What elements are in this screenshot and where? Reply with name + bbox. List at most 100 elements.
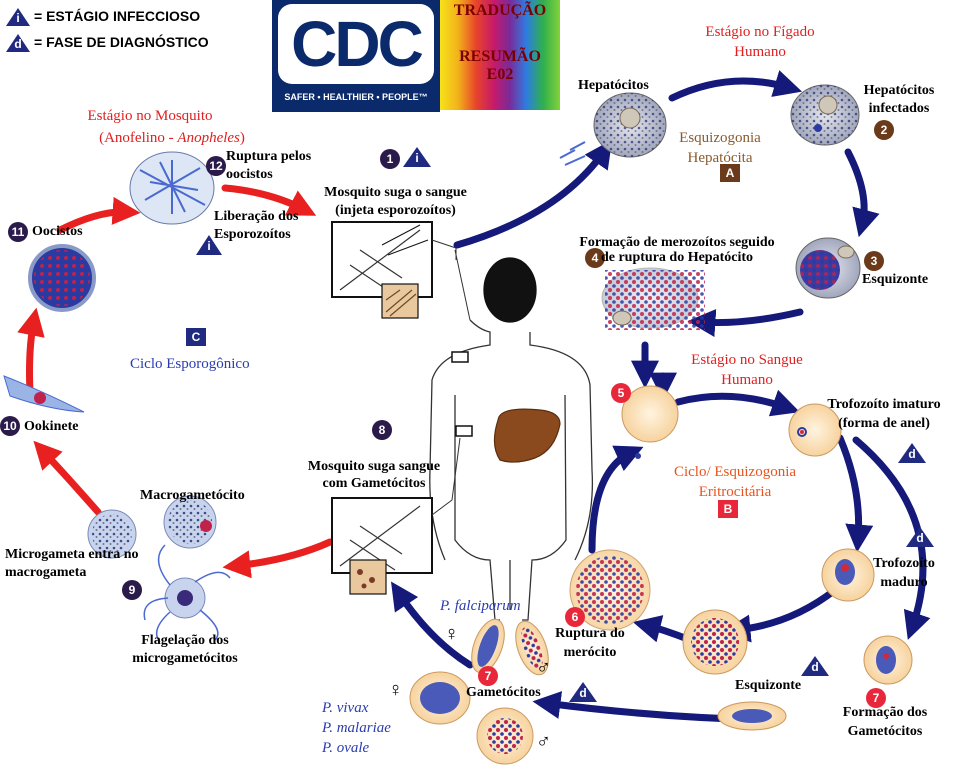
liver-cycle-arrows bbox=[391, 70, 931, 724]
cdc-tagline: SAFER • HEALTHIER • PEOPLE™ bbox=[284, 92, 428, 102]
liver-schizont-cell bbox=[795, 237, 861, 299]
infectious-triangle-1 bbox=[403, 147, 431, 167]
species-vivax: P. vivax bbox=[322, 700, 369, 716]
human-silhouette bbox=[429, 249, 594, 621]
step-7-badge-formation: 7 bbox=[866, 688, 886, 708]
sporogonic-cycle-letter: C bbox=[186, 328, 206, 346]
diagnostic-triangle-mature bbox=[906, 527, 934, 547]
step-10-badge: 10 bbox=[0, 416, 20, 436]
step-6-badge: 6 bbox=[565, 607, 585, 627]
macrogametocyte-cell bbox=[163, 495, 217, 549]
arrow-to-gametocyte-formation bbox=[852, 436, 931, 640]
arrow-to-mature bbox=[836, 434, 874, 553]
blood-schizont-label: Esquizonte bbox=[735, 678, 802, 693]
mosquito-stage-subtitle: (Anofelino - Anopheles) bbox=[72, 128, 272, 148]
subtitle-suffix: ) bbox=[239, 130, 245, 146]
arrow-to-schizont-blood bbox=[722, 586, 839, 643]
diagnostic-mark-gametocyte: d bbox=[579, 686, 587, 700]
liver-cycle-label: Esquizogonia Hepatócita bbox=[679, 130, 761, 166]
female-symbol-falciparum: ♀ bbox=[444, 623, 459, 645]
step-6-label: Ruptura do merócito bbox=[555, 626, 625, 660]
cdc-logo: CDC SAFER • HEALTHIER • PEOPLE™ bbox=[272, 0, 440, 112]
translation-banner: TRADUÇÃO RESUMÃO E02 bbox=[440, 0, 560, 110]
legend-infectious-label: = ESTÁGIO INFECCIOSO bbox=[34, 8, 201, 24]
microgamete-entry-cell bbox=[87, 509, 137, 559]
step-12-badge: 12 bbox=[206, 156, 226, 176]
blood-stage-title: Estágio no Sangue Humano bbox=[691, 352, 803, 388]
hepatocyte-cell bbox=[559, 92, 667, 166]
liver-cycle-letter: A bbox=[720, 164, 740, 182]
subtitle-prefix: (Anofelino - bbox=[99, 130, 178, 146]
oocyst-cell bbox=[28, 244, 96, 312]
diagnostic-triangle-ring bbox=[898, 443, 926, 463]
legend-diagnostic-marker: d bbox=[14, 37, 22, 51]
step-5-badge: 5 bbox=[611, 383, 631, 403]
microgamete-label: Microgameta entra no macrogameta bbox=[5, 547, 139, 580]
mosquito-stage-title: Estágio no Mosquito bbox=[87, 108, 213, 124]
arrow-to-ookinete bbox=[33, 440, 102, 516]
step-2-badge: 2 bbox=[874, 120, 894, 140]
step-11-label: Oocistos bbox=[32, 224, 83, 239]
liver-stage-title: Estágio no Fígado Humano bbox=[705, 24, 815, 60]
sporozoite-release-label: Liberação dos Esporozoítos bbox=[214, 209, 299, 242]
banner-line-1: TRADUÇÃO bbox=[453, 2, 547, 19]
ookinete-cell bbox=[3, 375, 85, 413]
step-2-label: Hepatócitos infectados bbox=[863, 83, 935, 116]
subtitle-genus: Anopheles bbox=[177, 130, 240, 146]
blood-schizont-cell bbox=[682, 609, 748, 675]
ring-trophozoite-cell bbox=[788, 403, 842, 457]
diagnostic-triangle-schizont bbox=[801, 656, 829, 676]
vivax-gametocytes bbox=[409, 671, 534, 765]
male-symbol-falciparum: ♂ bbox=[536, 657, 551, 679]
banner-line-2: RESUMÃO bbox=[459, 48, 541, 65]
gametocyte-elongated-cell bbox=[717, 701, 787, 731]
arrow-to-schizont bbox=[844, 148, 880, 238]
sporogonic-cycle-label: Ciclo Esporogônico bbox=[130, 356, 250, 372]
diagnostic-mark-mature: d bbox=[916, 531, 924, 545]
mature-trophozoite-label: Trofozoíto maduro bbox=[873, 556, 935, 590]
female-symbol-vivax: ♀ bbox=[388, 679, 403, 701]
immature-trophozoite-label: Trofozoíto imaturo (forma de anel) bbox=[827, 397, 941, 431]
arrow-to-ring bbox=[674, 389, 800, 417]
arrow-hepatocyte-infected bbox=[668, 70, 803, 102]
arrow-to-mosquito-bite-1 bbox=[221, 184, 317, 216]
step-7-label: Formação dos Gametócitos bbox=[842, 705, 928, 739]
species-falciparum: P. falciparum bbox=[440, 598, 521, 614]
arrow-mosquito-to-gametes bbox=[222, 538, 334, 579]
cdc-logo-text: CDC bbox=[278, 4, 434, 84]
mosquito-bite-box-1 bbox=[331, 221, 457, 319]
step-3-badge: 3 bbox=[864, 251, 884, 271]
step-12-label: Ruptura pelos oocistos bbox=[226, 149, 312, 182]
hepatocytes-label: Hepatócitos bbox=[578, 78, 649, 93]
arrow-to-merozoites bbox=[687, 308, 804, 337]
step-9-badge: 9 bbox=[122, 580, 142, 600]
infectious-mark-release: i bbox=[207, 239, 211, 253]
arrow-to-oocysts bbox=[17, 307, 45, 396]
exflagellation-cell bbox=[143, 544, 231, 643]
male-symbol-vivax: ♂ bbox=[536, 731, 551, 753]
step-8-badge: 8 bbox=[372, 420, 392, 440]
legend-diagnostic-label: = FASE DE DIAGNÓSTICO bbox=[34, 34, 209, 50]
mosquito-bite-box-2 bbox=[331, 437, 461, 595]
red-blood-cell-5 bbox=[621, 385, 679, 443]
arm-marker-lower bbox=[455, 425, 473, 437]
ruptured-oocyst bbox=[129, 151, 215, 225]
infected-hepatocyte-cell bbox=[790, 84, 860, 146]
step-11-badge: 11 bbox=[8, 222, 28, 242]
legend-icons bbox=[6, 8, 30, 52]
step-4-label: Formação de merozoítos seguido de ruptur… bbox=[579, 235, 775, 265]
step-10-label: Ookinete bbox=[24, 419, 79, 434]
arrow-back-to-cell bbox=[588, 445, 644, 554]
arrow-to-rupture-oocyst bbox=[56, 196, 141, 234]
step-7-badge-gametocytes: 7 bbox=[478, 666, 498, 686]
arrow-to-hepatocyte bbox=[453, 139, 613, 249]
merozoite-release bbox=[601, 267, 705, 330]
liver-organ bbox=[493, 408, 561, 463]
mature-trophozoite-cell bbox=[821, 548, 875, 602]
diagnostic-triangle-gametocyte bbox=[569, 682, 597, 702]
exflagellation-label: Flagelação dos microgametócitos bbox=[132, 633, 238, 666]
blood-cycle-label: Ciclo/ Esquizogonia Eritrocitária bbox=[673, 464, 797, 500]
sporogonic-cycle-arrows bbox=[17, 184, 334, 579]
diagnostic-triangles bbox=[196, 147, 934, 702]
